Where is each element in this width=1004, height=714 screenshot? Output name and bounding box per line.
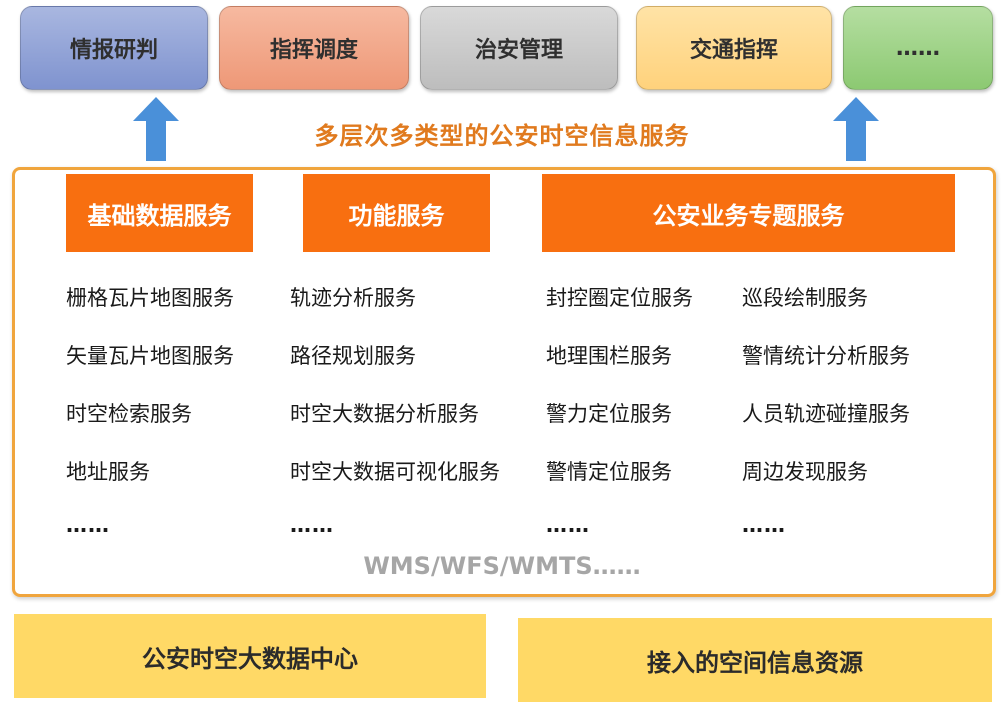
diagram-title: 多层次多类型的公安时空信息服务 <box>314 122 690 150</box>
list-item: 警力定位服务 <box>546 402 672 426</box>
data-center-box: 公安时空大数据中心 <box>14 614 486 698</box>
list-item-ellipsis: …… <box>546 513 590 537</box>
spatial-resources-box: 接入的空间信息资源 <box>518 618 992 702</box>
list-item: 时空检索服务 <box>66 402 192 426</box>
list-item: 轨迹分析服务 <box>290 286 416 310</box>
list-item-ellipsis: …… <box>66 513 110 537</box>
list-item-ellipsis: …… <box>742 513 786 537</box>
category-header-basic-data: 基础数据服务 <box>66 174 253 252</box>
app-box-label: 情报研判 <box>69 38 158 63</box>
protocol-label: WMS/WFS/WMTS…… <box>363 552 641 580</box>
up-arrow-icon <box>833 97 879 161</box>
category-header-label: 功能服务 <box>348 201 445 230</box>
list-item: 时空大数据可视化服务 <box>290 460 500 484</box>
list-item: 时空大数据分析服务 <box>290 402 479 426</box>
service-list-police-topic-right: 巡段绘制服务 警情统计分析服务 人员轨迹碰撞服务 周边发现服务 …… <box>742 280 910 570</box>
app-box-intelligence: 情报研判 <box>20 6 208 90</box>
list-item: 地理围栏服务 <box>546 344 672 368</box>
app-box-command: 指挥调度 <box>219 6 409 90</box>
category-header-function: 功能服务 <box>303 174 490 252</box>
data-center-label: 公安时空大数据中心 <box>142 644 358 673</box>
app-box-traffic: 交通指挥 <box>636 6 832 90</box>
list-item: 封控圈定位服务 <box>546 286 693 310</box>
list-item: 警情定位服务 <box>546 460 672 484</box>
list-item: 周边发现服务 <box>742 460 868 484</box>
app-box-label: 治安管理 <box>474 38 563 63</box>
spatial-resources-label: 接入的空间信息资源 <box>647 648 863 677</box>
app-box-more: …… <box>843 6 993 90</box>
app-box-label: …… <box>896 35 940 61</box>
category-header-label: 基础数据服务 <box>87 201 232 230</box>
service-list-police-topic-left: 封控圈定位服务 地理围栏服务 警力定位服务 警情定位服务 …… <box>546 280 693 570</box>
up-arrow-icon <box>133 97 179 161</box>
list-item: 栅格瓦片地图服务 <box>66 286 234 310</box>
app-box-label: 交通指挥 <box>689 38 778 63</box>
category-header-label: 公安业务专题服务 <box>652 201 845 230</box>
list-item: 路径规划服务 <box>290 344 416 368</box>
service-list-basic-data: 栅格瓦片地图服务 矢量瓦片地图服务 时空检索服务 地址服务 …… <box>66 280 234 570</box>
app-box-security: 治安管理 <box>420 6 618 90</box>
list-item: 矢量瓦片地图服务 <box>66 344 234 368</box>
list-item: 地址服务 <box>66 460 150 484</box>
list-item: 人员轨迹碰撞服务 <box>742 402 910 426</box>
list-item-ellipsis: …… <box>290 513 334 537</box>
list-item: 巡段绘制服务 <box>742 286 868 310</box>
list-item: 警情统计分析服务 <box>742 344 910 368</box>
category-header-police-topic: 公安业务专题服务 <box>542 174 955 252</box>
service-layer-frame <box>12 167 996 597</box>
app-box-label: 指挥调度 <box>269 38 358 63</box>
service-list-function: 轨迹分析服务 路径规划服务 时空大数据分析服务 时空大数据可视化服务 …… <box>290 280 500 570</box>
